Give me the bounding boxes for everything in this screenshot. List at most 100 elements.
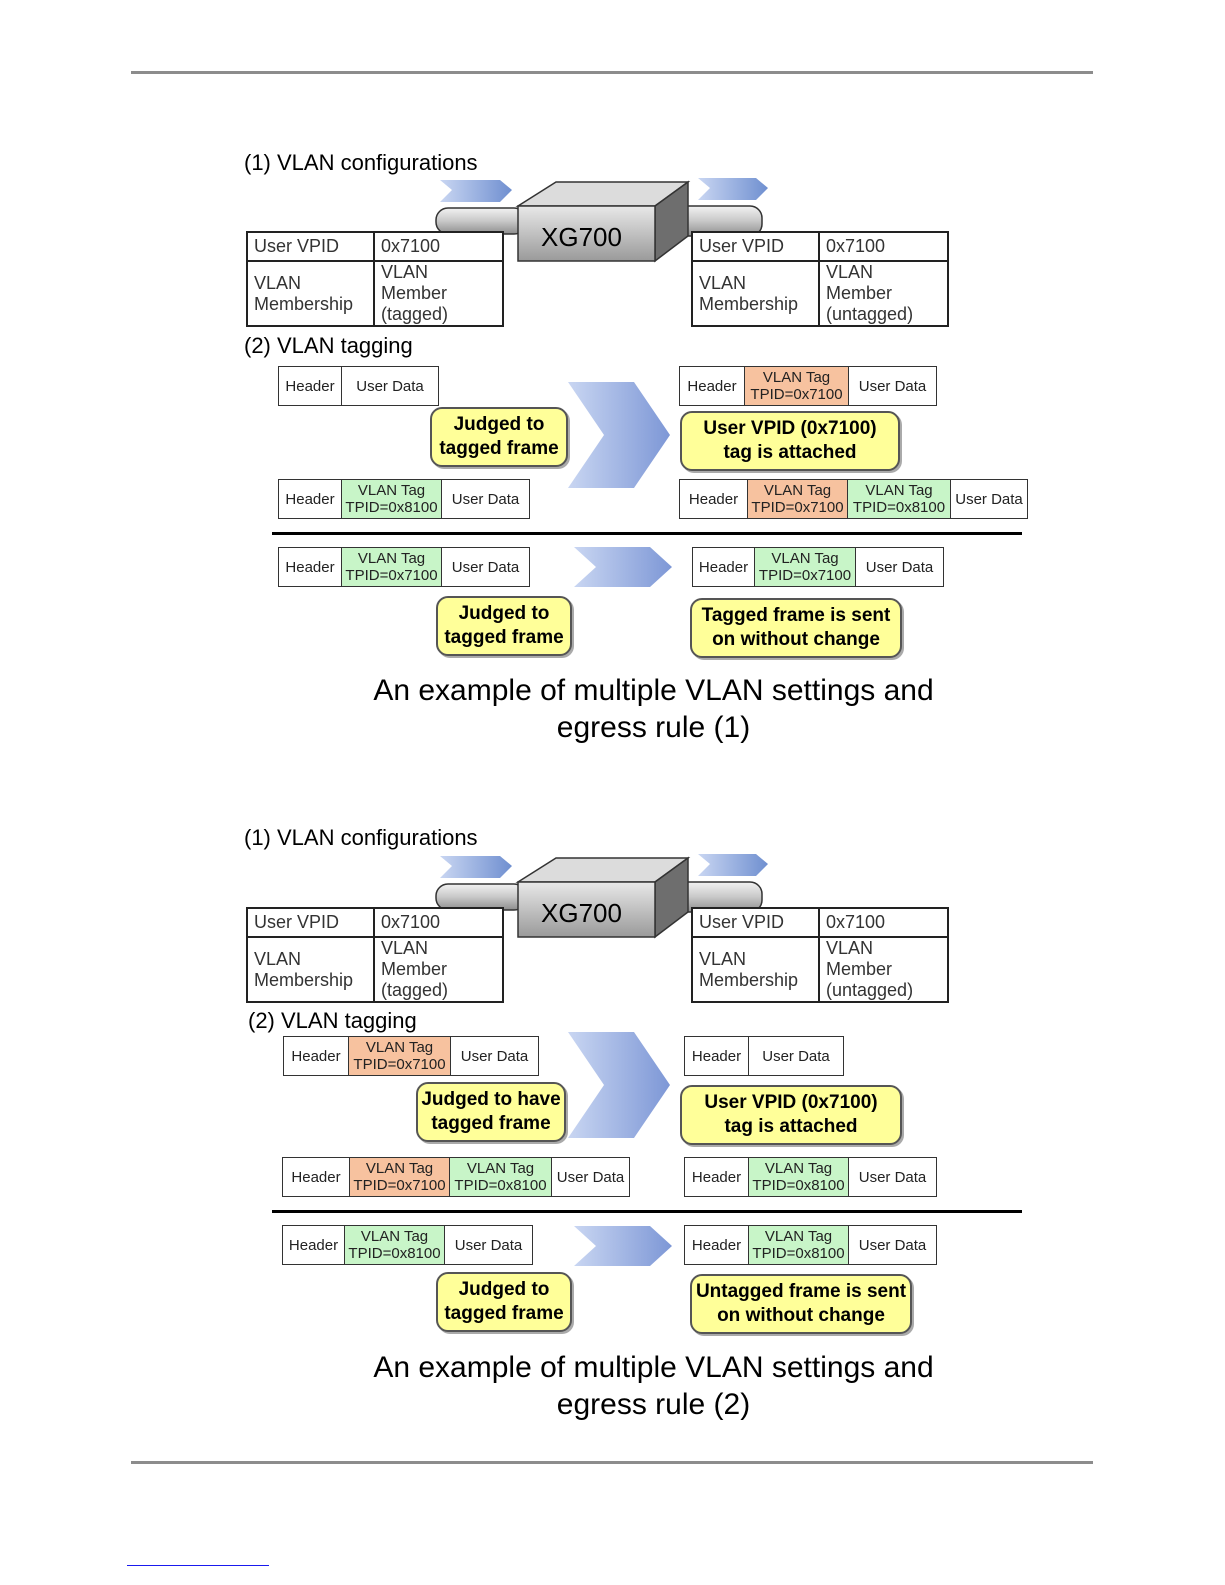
frame-user-data: User Data: [341, 367, 438, 405]
header-rule: [131, 71, 1093, 74]
frame-untagged-out: Header User Data: [684, 1036, 844, 1076]
caption-line: An example of multiple VLAN settings and: [373, 674, 934, 707]
frame-header: Header: [285, 558, 335, 576]
frame-header: Header: [285, 490, 335, 508]
config-text: Membership: [254, 293, 354, 314]
tag-label: VLAN Tag: [763, 482, 832, 499]
config-text: VLAN: [254, 272, 302, 293]
config-cell: VLAN Member(untagged): [818, 260, 949, 327]
callout-line: User VPID (0x7100): [703, 418, 877, 439]
frame-user-data: User Data: [444, 1226, 532, 1264]
callout-line: tagged frame: [439, 438, 559, 459]
callout-line: Judged to: [453, 414, 545, 435]
callout-line: Judged to have: [421, 1089, 561, 1110]
section-divider: [272, 532, 1022, 535]
tag-label: VLAN Tag: [764, 1228, 833, 1245]
frame-header: Header: [691, 1168, 742, 1186]
tag-label: VLAN Tag: [865, 482, 933, 499]
callout-line: Judged to: [458, 603, 550, 624]
tag-tpid: TPID=0x8100: [345, 499, 438, 516]
tag-tpid: TPID=0x7100: [353, 1177, 446, 1194]
callout-line: tagged frame: [431, 1113, 551, 1134]
config-cell: User VPID: [691, 231, 820, 262]
frame-header: Header: [687, 377, 737, 395]
frame-user-data: User Data: [848, 1226, 936, 1264]
tag-tpid: TPID=0x7100: [750, 386, 843, 403]
frame-header: Header: [698, 558, 749, 576]
callout-line: tag is attached: [724, 1116, 858, 1137]
small-chevron-arrow: [574, 1226, 672, 1266]
tag-label: VLAN Tag: [357, 550, 426, 567]
frame-header: Header: [291, 1168, 341, 1186]
config-text: (tagged): [381, 980, 449, 1000]
figure-caption: An example of multiple VLAN settings and…: [300, 672, 1007, 746]
tagging-heading: (2) VLAN tagging: [248, 1008, 417, 1033]
callout-judged: Judged to tagged frame: [436, 596, 572, 656]
tag-tpid: TPID=0x7100: [345, 567, 438, 584]
callout-line: tag is attached: [723, 442, 857, 463]
callout-line: on without change: [717, 1305, 885, 1326]
footer-rule: [131, 1461, 1093, 1464]
xg700-device-graphic: [435, 178, 768, 263]
large-chevron-arrow: [568, 382, 670, 488]
callout-line: tagged frame: [444, 627, 564, 648]
config-cell: VLAN Member(untagged): [818, 936, 949, 1003]
caption-line: egress rule (1): [556, 711, 751, 744]
xg700-device-graphic: [435, 854, 768, 939]
config-cell: User VPID: [246, 907, 375, 938]
config-text: VLAN: [699, 948, 747, 969]
config-cell: VLAN Member(tagged): [373, 936, 504, 1003]
frame-user-data: User Data: [441, 480, 529, 518]
tag-label: VLAN Tag: [360, 1228, 429, 1245]
tagging-heading: (2) VLAN tagging: [244, 333, 413, 358]
frame-header: Header: [291, 1047, 341, 1065]
tag-label: VLAN Tag: [762, 369, 831, 386]
large-chevron-arrow: [568, 1032, 670, 1138]
config-cell: VLAN Member(tagged): [373, 260, 504, 327]
callout-judged: Judged to tagged frame: [430, 407, 568, 467]
callout-line: tagged frame: [444, 1303, 564, 1324]
tag-tpid: TPID=0x7100: [353, 1056, 446, 1073]
config-text: VLAN: [699, 272, 747, 293]
callout-judged: Judged to have tagged frame: [416, 1082, 566, 1142]
footer-link-underline[interactable]: [127, 1565, 269, 1566]
frame-user-data: User Data: [848, 1158, 936, 1196]
tag-tpid: TPID=0x8100: [348, 1245, 441, 1262]
caption-line: egress rule (2): [556, 1388, 751, 1421]
device-label: XG700: [541, 222, 622, 252]
frame-header: Header: [691, 1047, 742, 1065]
tag-tpid: TPID=0x7100: [751, 499, 844, 516]
callout-line: User VPID (0x7100): [704, 1092, 878, 1113]
config-text: VLAN Member: [826, 938, 893, 979]
tag-label: VLAN Tag: [357, 482, 426, 499]
config-cell: User VPID: [691, 907, 820, 938]
tag-tpid: TPID=0x8100: [752, 1177, 845, 1194]
frame-user-data: User Data: [748, 1037, 843, 1075]
config-text: (untagged): [826, 304, 914, 324]
config-text: (tagged): [381, 304, 449, 324]
config-cell: User VPID: [246, 231, 375, 262]
callout-line: Untagged frame is sent: [695, 1281, 907, 1302]
config-text: (untagged): [826, 980, 914, 1000]
config-heading: (1) VLAN configurations: [244, 825, 478, 850]
config-cell: 0x7100: [818, 907, 949, 938]
config-text: Membership: [254, 969, 354, 990]
config-cell: 0x7100: [373, 907, 504, 938]
config-text: VLAN Member: [826, 262, 893, 303]
